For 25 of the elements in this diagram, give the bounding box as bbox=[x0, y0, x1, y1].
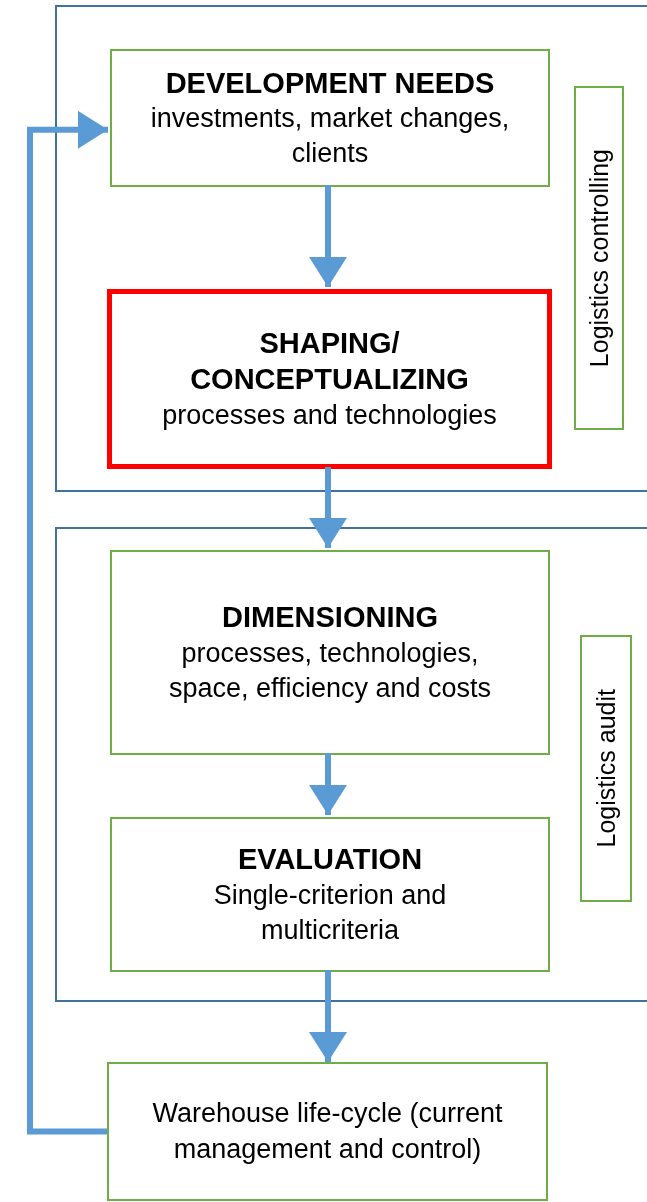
process-box bbox=[110, 550, 550, 755]
side-label: Logistics controlling bbox=[584, 148, 614, 368]
process-box bbox=[107, 1062, 548, 1201]
box-text: investments, market changes, clients bbox=[149, 102, 511, 171]
process-box bbox=[110, 817, 550, 972]
box-heading: DEVELOPMENT NEEDS bbox=[165, 65, 495, 101]
arrow bbox=[309, 970, 347, 1062]
arrow bbox=[309, 753, 347, 815]
arrow bbox=[27, 110, 108, 1135]
box-heading: DIMENSIONING bbox=[222, 600, 438, 636]
group-frame bbox=[55, 5, 647, 492]
box-text: processes, technologies, space, efficiency and costs bbox=[167, 636, 493, 705]
process-box bbox=[110, 49, 550, 187]
arrow bbox=[309, 185, 347, 287]
side-label-box bbox=[580, 635, 632, 902]
box-text: Single-criterion and multicriteria bbox=[212, 878, 448, 947]
box-text: Warehouse life-cycle (current management and control) bbox=[151, 1097, 504, 1166]
box-text: processes and technologies bbox=[162, 398, 497, 432]
side-label: Logistics audit bbox=[591, 689, 621, 848]
arrow bbox=[309, 467, 347, 548]
box-heading: SHAPING/ CONCEPTUALIZING bbox=[189, 326, 470, 398]
box-heading: EVALUATION bbox=[237, 842, 423, 878]
highlighted-process-box bbox=[107, 289, 552, 469]
group-frame bbox=[55, 527, 647, 1002]
side-label-box bbox=[574, 86, 624, 430]
